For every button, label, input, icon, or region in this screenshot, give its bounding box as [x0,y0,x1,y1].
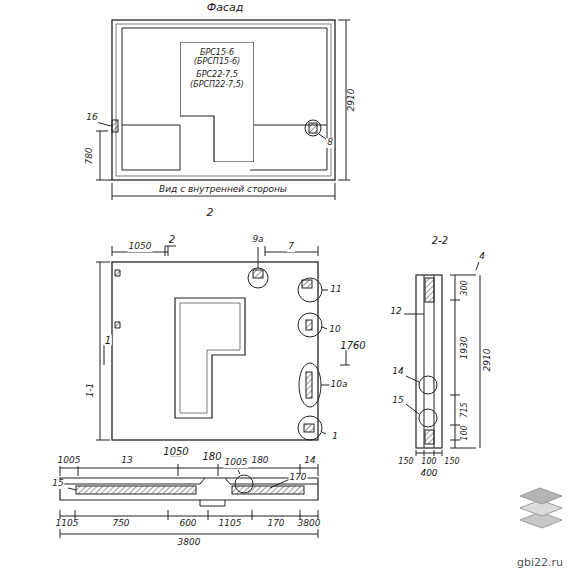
drawing-label: Фасад [206,2,245,14]
drawing-label: 1760 [339,340,366,351]
drawing-label: 2910 [347,88,357,113]
drawing-label: 1 [331,432,339,442]
drawing-label: 14 [303,456,316,466]
drawing-label: 10а [330,380,349,390]
drawing-label: 180 [250,456,269,466]
drawing-label: 2 [168,234,176,245]
opening-mark: БРС15-6 (БРСП15-6) [180,48,254,66]
opening-mark: БРС22-7,5 (БРСП22-7,5) [180,70,254,88]
drawing-label: 400 [419,469,438,479]
drawing-label: 8 [326,138,334,148]
drawing-label: 1005 [57,456,82,466]
drawing-label: 780 [85,146,95,165]
drawing-label: 3800 [177,538,202,548]
drawing-label: Вид с внутренней стороны [158,185,288,195]
drawing-label: 100 [420,458,437,467]
drawing-label: 13 [120,456,133,466]
drawing-label: 1-1 [86,382,96,399]
drawing-label: 10 [328,325,341,335]
drawing-label: 150 [443,458,460,467]
watermark: gbi22.ru [516,557,564,569]
drawing-label: 170 [266,519,285,529]
drawing-label: 11 [329,285,342,295]
drawing-label: 150 [397,458,414,467]
drawing-label: 1105 [218,519,243,529]
drawing-label: 2910 [483,348,493,373]
drawing-label: 1105 [55,519,80,529]
drawing-label: 12 [389,307,402,317]
drawing-label: 16 [85,113,98,123]
drawing-label: 15 [391,396,404,406]
drawing-label: 100 [461,424,470,441]
drawing-label: 300 [461,279,470,296]
drawing-label: 170 [288,473,307,483]
drawing-label: 9а [251,235,264,245]
drawing-label: 14 [391,367,404,377]
drawing-label: 2 [206,207,215,219]
drawing-label: 750 [111,519,130,529]
drawing-label: 600 [178,519,197,529]
drawing-label: 3800 [297,519,322,529]
drawing-label: 7 [287,242,295,252]
drawing-label: 180 [201,451,222,462]
drawing-label: 4 [478,252,486,262]
drawing-label: 1050 [162,446,189,457]
drawing-label: 1050 [128,242,153,252]
drawing-label: 715 [461,401,470,418]
drawing-label: 2-2 [431,235,449,246]
drawing-label: 1930 [460,336,470,361]
drawing-label: 1 [104,335,112,346]
drawing-label: 1005 [224,458,249,468]
window-opening: БРС15-6 (БРСП15-6) БРС22-7,5 (БРСП22-7,5) [180,42,254,162]
drawing-label: 15 [51,479,64,489]
